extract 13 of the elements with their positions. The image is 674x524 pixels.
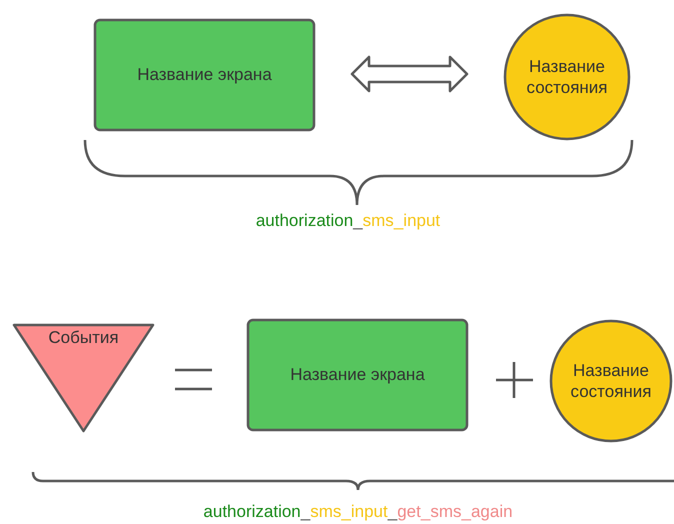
state-id-label: authorization_sms_input_get_sms_again xyxy=(203,502,513,522)
node-label: Название состояния xyxy=(526,56,608,98)
node-label: Название экрана xyxy=(290,364,425,386)
state-circle xyxy=(504,14,630,140)
node-label: Название экрана xyxy=(137,64,272,86)
screen-box xyxy=(248,320,467,430)
state-circle xyxy=(550,320,672,442)
state-id-label: authorization_sms_input xyxy=(256,211,440,231)
node-label: События xyxy=(48,327,119,348)
event-triangle xyxy=(12,324,155,432)
double-arrow xyxy=(350,56,468,92)
node-label: Название состояния xyxy=(570,360,652,402)
screen-box xyxy=(95,20,314,130)
